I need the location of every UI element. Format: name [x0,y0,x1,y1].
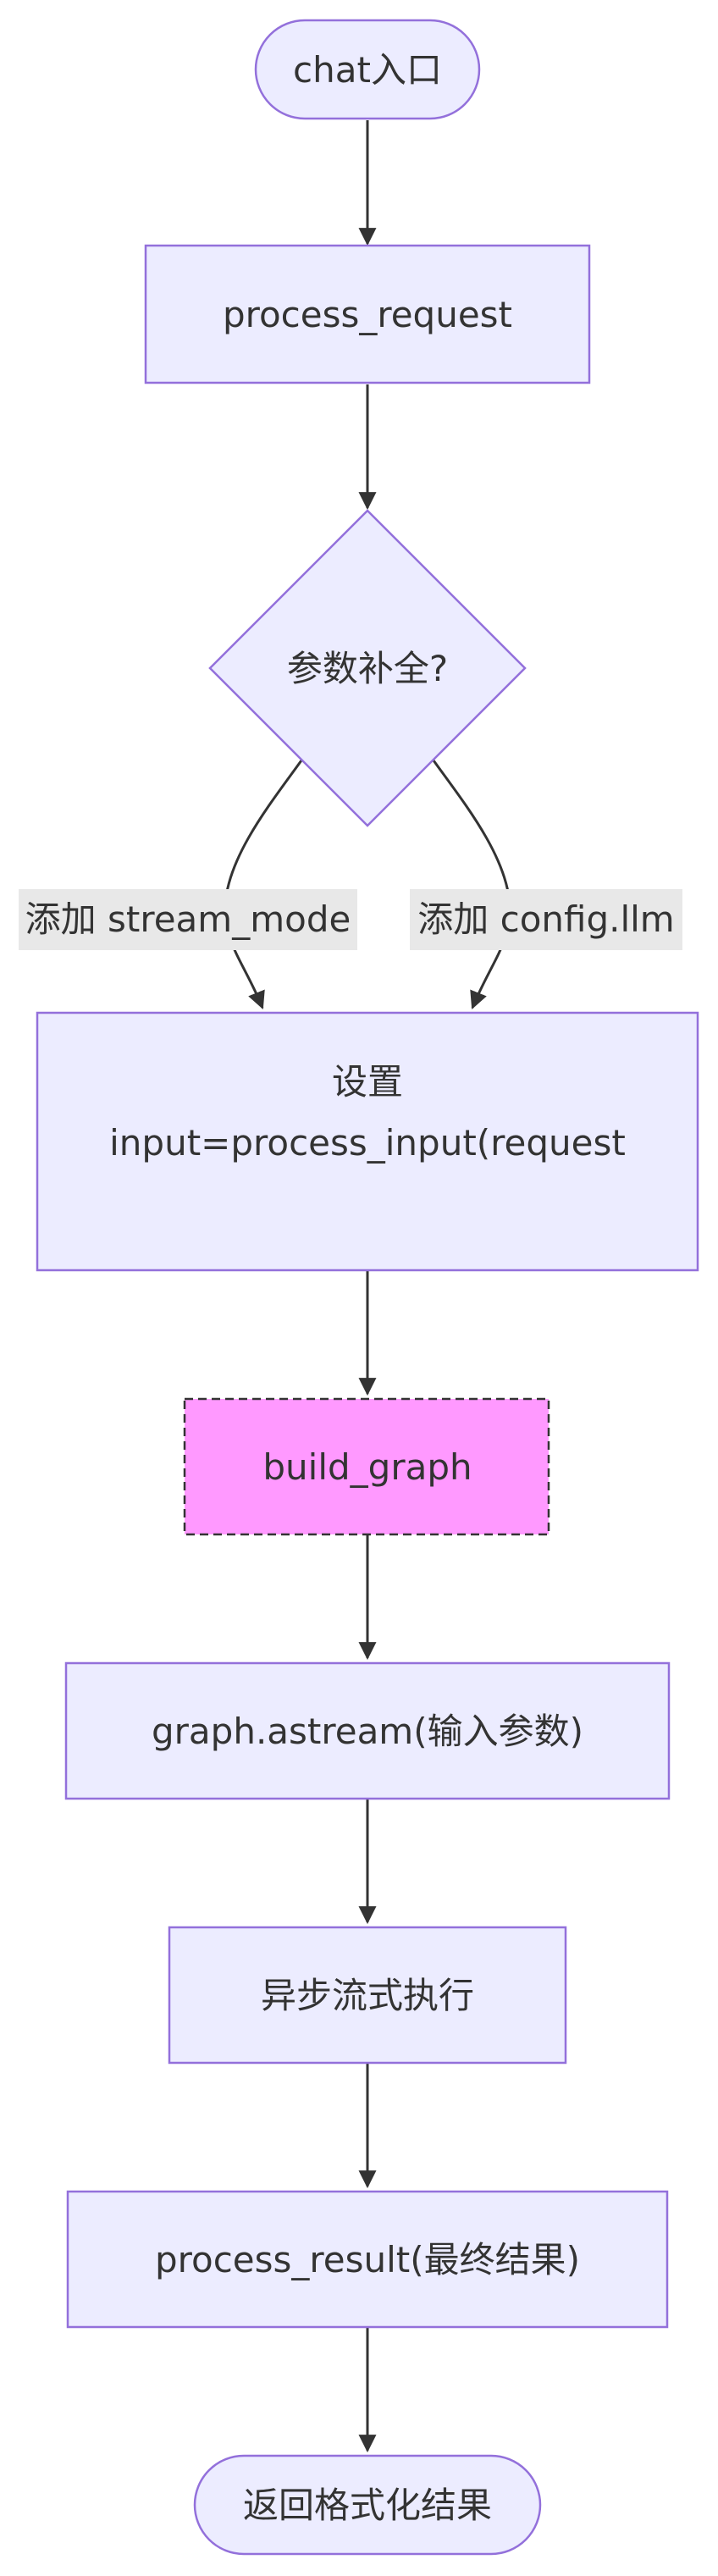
node-decision-label: 参数补全? [287,648,448,689]
node-process-request: process_request [144,244,591,384]
node-build-graph-label: build_graph [262,1446,472,1488]
node-astream-label: graph.astream(输入参数) [152,1711,583,1752]
node-setup-label-line1: 设置 [332,1061,403,1103]
edge-label-right: 添加 config.llm [410,889,682,950]
edge-decision-right-branch [432,760,511,1009]
node-process-result: process_result(最终结果) [66,2190,669,2329]
node-process-request-label: process_request [223,294,512,335]
edge-label-right-bg [410,889,682,950]
node-setup-label-line2: input=process_input(request [109,1122,626,1164]
node-async-exec: 异步流式执行 [168,1926,567,2065]
node-process-request-shape [144,244,591,384]
node-async-exec-shape [168,1926,567,2065]
node-start-shape [254,19,481,120]
edge-label-left: 添加 stream_mode [19,889,357,950]
edges [224,120,511,2453]
node-start-label: chat入口 [293,49,442,91]
node-build-graph-shape [183,1397,550,1536]
node-end-label: 返回格式化结果 [243,2485,492,2526]
node-end-shape [193,2454,542,2556]
node-decision-shape [208,509,527,827]
edge-decision-left-branch [224,760,303,1009]
node-start: chat入口 [254,19,481,120]
edge-label-right-text: 添加 config.llm [417,898,674,940]
node-astream: graph.astream(输入参数) [64,1661,671,1800]
node-process-result-shape [66,2190,669,2329]
node-async-exec-label: 异步流式执行 [261,1975,474,2016]
node-setup: 设置 input=process_input(request [36,1011,699,1272]
node-process-result-label: process_result(最终结果) [155,2239,580,2280]
node-setup-shape [36,1011,699,1272]
node-end: 返回格式化结果 [193,2454,542,2556]
node-decision: 参数补全? [208,509,527,827]
node-astream-shape [64,1661,671,1800]
edge-label-left-bg [19,889,357,950]
node-build-graph: build_graph [183,1397,550,1536]
edge-label-left-text: 添加 stream_mode [25,898,351,940]
